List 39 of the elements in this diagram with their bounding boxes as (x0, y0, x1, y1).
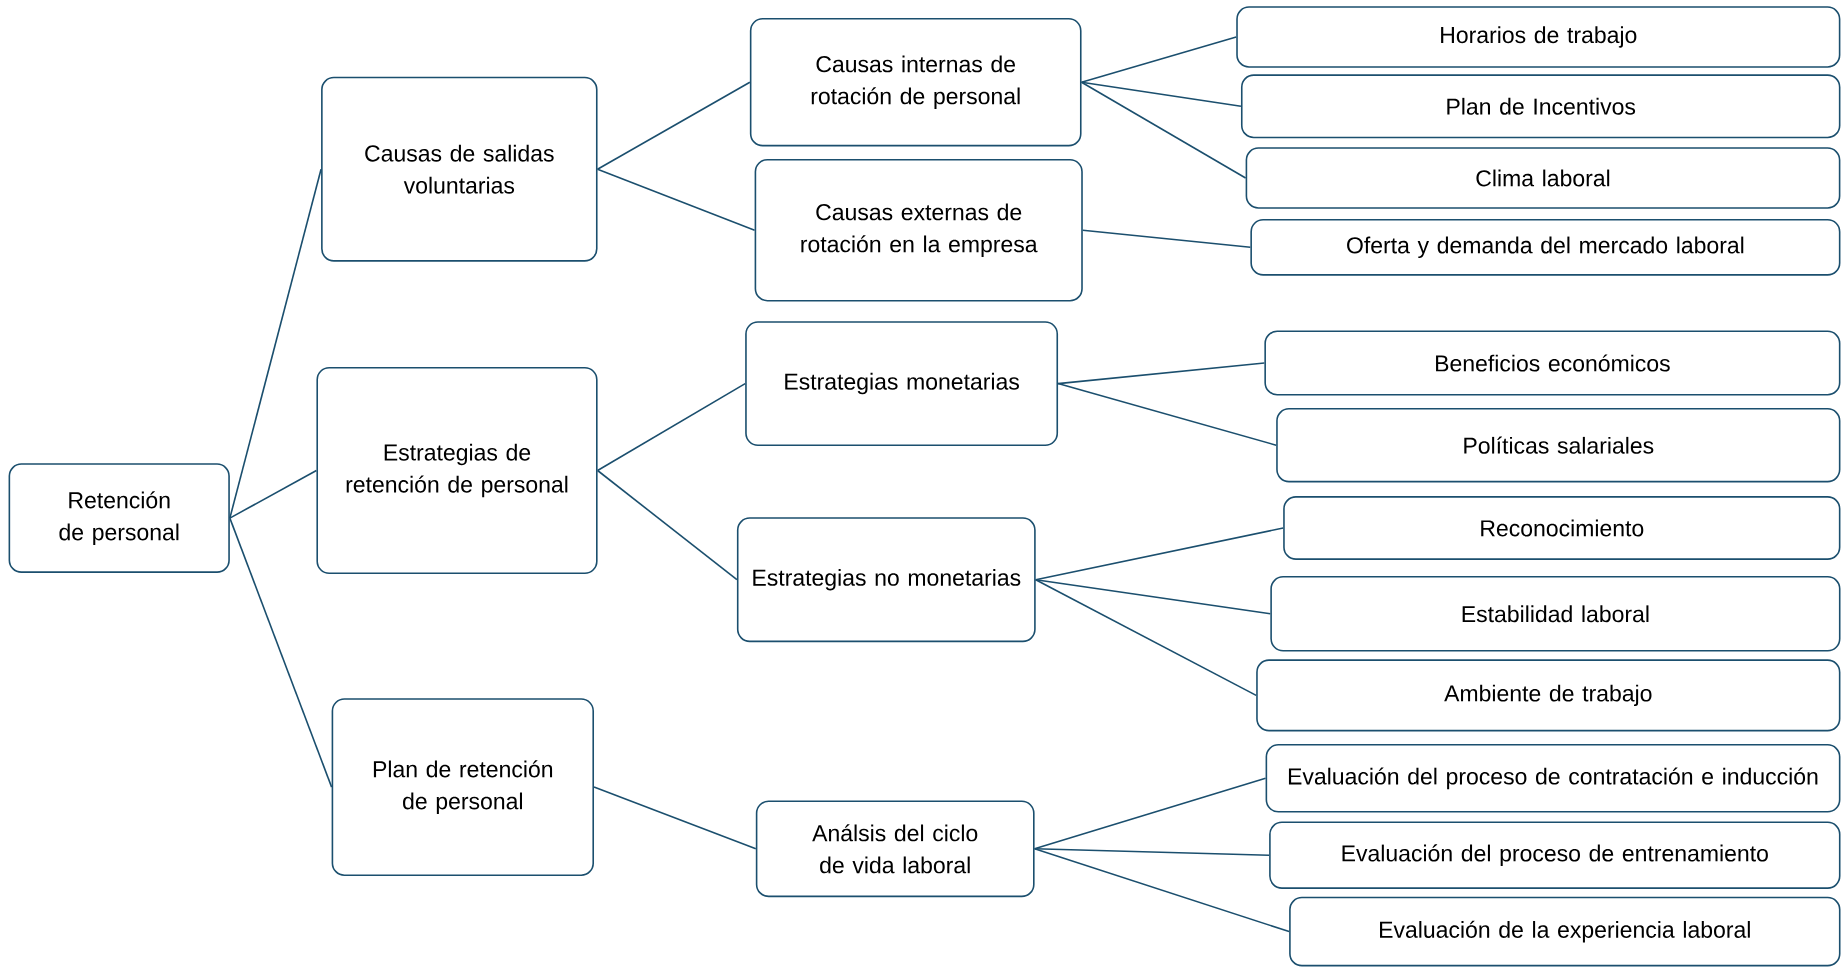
process-box: Clima laboral (1245, 147, 1841, 209)
process-box: Políticas salariales (1276, 408, 1841, 483)
connector-line (1082, 229, 1252, 249)
process-box: Evaluación del proceso de contratación e inducción (1265, 744, 1841, 813)
process-box: Oferta y demanda del mercado laboral (1250, 218, 1841, 276)
connector-line (593, 786, 757, 850)
process-box: Estabilidad laboral (1270, 576, 1841, 652)
connector-line (229, 469, 318, 519)
process-box: Plan de retención de personal (331, 698, 594, 876)
process-box: Evaluación del proceso de entrenamiento (1269, 821, 1841, 889)
connector-line (1033, 777, 1267, 850)
process-box: Beneficios económicos (1264, 330, 1841, 396)
connector-line (1033, 848, 1290, 933)
connector-line (1080, 36, 1237, 83)
process-box: Ambiente de trabajo (1256, 659, 1841, 732)
process-box: Evaluación de la experiencia laboral (1289, 896, 1841, 967)
process-box: Plan de Incentivos (1240, 74, 1841, 139)
connector-line (1080, 81, 1247, 179)
connector-line (596, 469, 738, 581)
connector-line (1057, 382, 1277, 446)
process-box: Estrategias monetarias (745, 321, 1059, 447)
process-box: Horarios de trabajo (1236, 6, 1841, 68)
connector-line (229, 168, 322, 519)
connector-line (1034, 578, 1257, 697)
connector-line (229, 517, 333, 788)
connector-line (596, 168, 756, 231)
connector-line (1033, 848, 1270, 856)
connector-line (1034, 578, 1272, 615)
process-box: Estrategias no monetarias (736, 517, 1036, 643)
process-box: Análsis del ciclo de vida laboral (755, 800, 1035, 898)
process-box: Causas internas de rotación de personal (749, 17, 1082, 147)
process-box: Reconocimiento (1283, 496, 1841, 560)
process-box: Causas de salidas voluntarias (321, 76, 598, 262)
process-box: Retención de personal (8, 463, 230, 573)
process-box: Estrategias de retención de personal (316, 366, 598, 575)
process-box: Causas externas de rotación en la empresa (754, 158, 1083, 302)
connector-line (596, 382, 746, 472)
connector-line (596, 81, 751, 170)
connector-line (1034, 527, 1284, 581)
